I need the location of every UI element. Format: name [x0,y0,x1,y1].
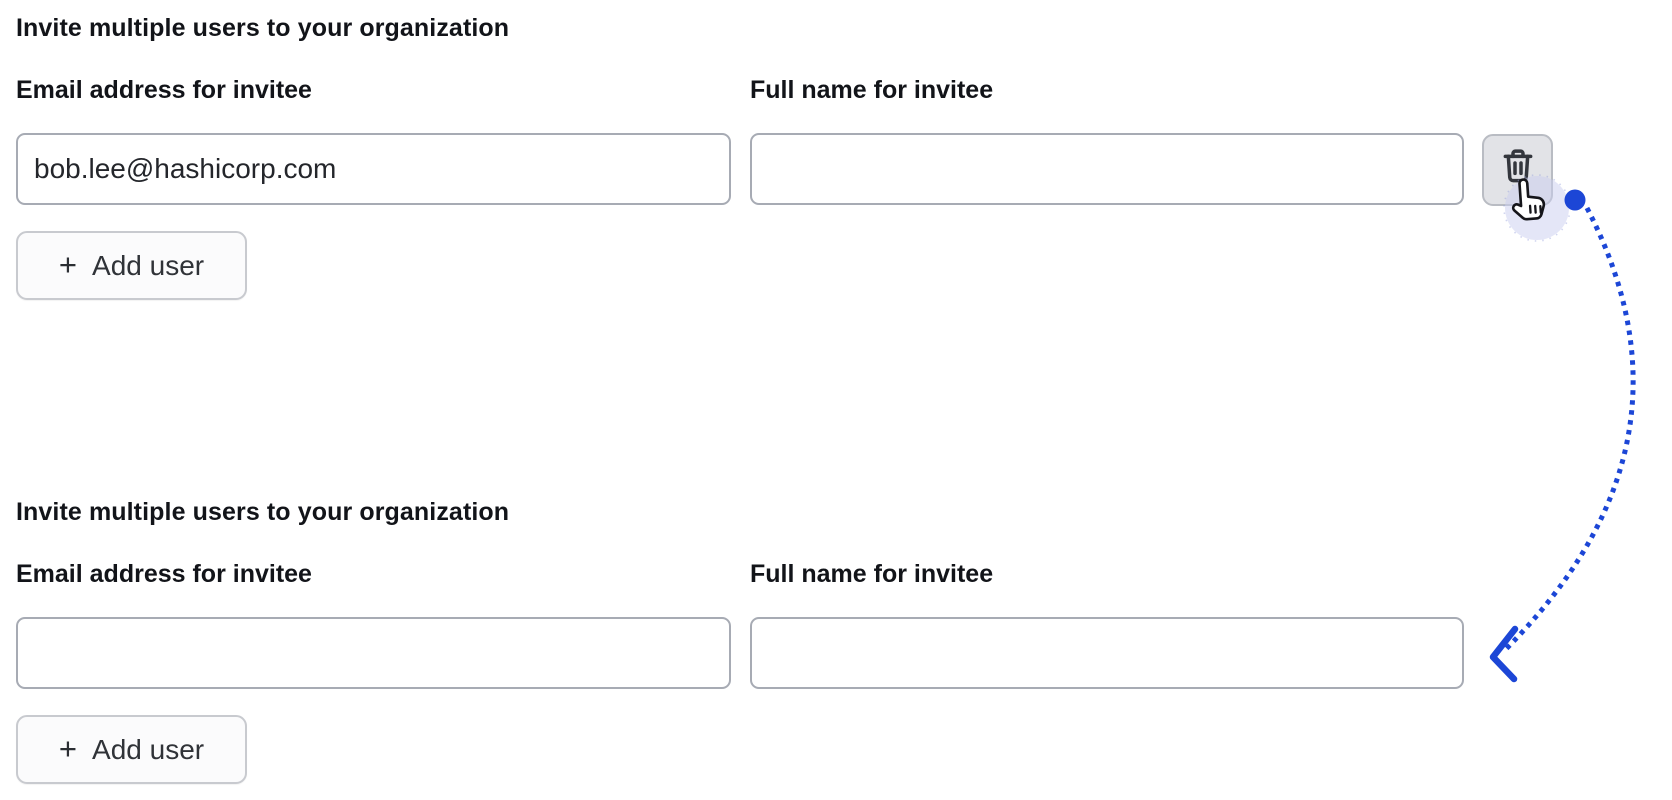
add-user-label: Add user [92,733,205,765]
plus-icon: + [58,731,78,766]
full-name-field[interactable] [750,617,1464,689]
name-field-label: Full name for invitee [750,560,994,588]
email-field[interactable] [16,617,731,689]
add-user-label: Add user [92,249,205,281]
email-field[interactable] [16,133,731,205]
name-field-label: Full name for invitee [750,76,994,104]
email-field-label: Email address for invitee [16,560,312,588]
email-field-label: Email address for invitee [16,76,312,104]
page-title: Invite multiple users to your organizati… [16,14,510,42]
form-state-before: Invite multiple users to your organizati… [16,14,1553,300]
form-state-after: Invite multiple users to your organizati… [0,484,1672,800]
delete-row-button[interactable] [1482,134,1553,206]
page-title: Invite multiple users to your organizati… [16,498,510,526]
add-user-button[interactable]: + Add user [16,231,247,300]
add-user-button[interactable]: + Add user [16,715,247,784]
trash-icon [1498,149,1538,189]
plus-icon: + [58,247,78,282]
full-name-field[interactable] [750,133,1464,205]
